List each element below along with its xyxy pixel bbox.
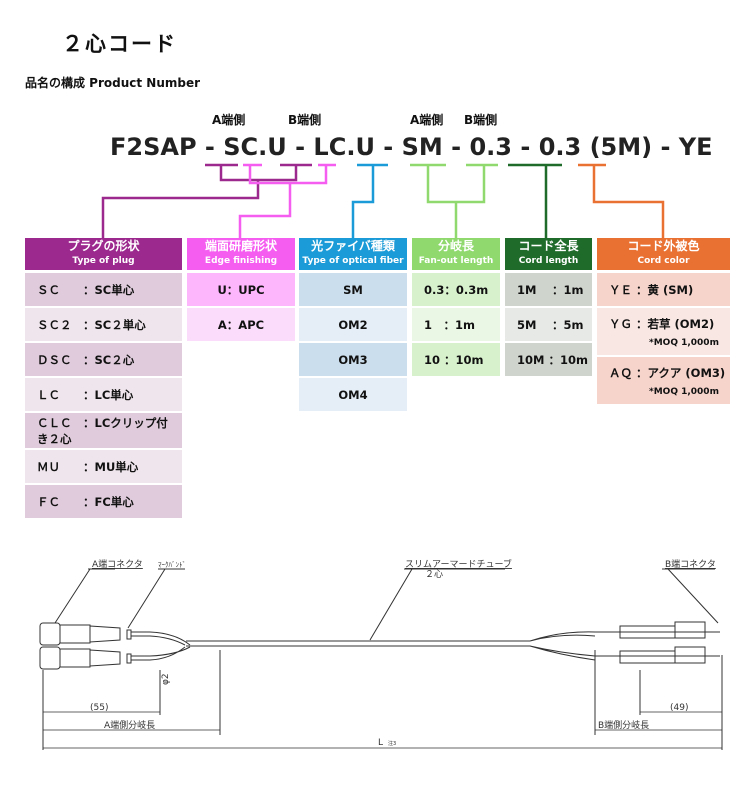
code-prefix: F2SAP - xyxy=(110,133,215,161)
label-b-side-fanout: B端側 xyxy=(464,113,498,127)
list-item: U：UPC xyxy=(187,273,295,306)
list-item: 1M ：1m xyxy=(505,273,592,306)
code-sep: - xyxy=(451,133,462,161)
connector-lines xyxy=(101,163,665,238)
label-a-side-fanout: A端側 xyxy=(410,113,444,127)
dim-49: (49) xyxy=(670,703,688,713)
list-item: ＹＥ ：黄 (SM) xyxy=(597,273,730,306)
list-item: 10 ：10m xyxy=(412,343,500,376)
total-length-dim: L xyxy=(378,738,383,748)
code-length: (5M) xyxy=(589,133,653,161)
diameter-label: φ2 xyxy=(161,673,171,685)
code-sep: - xyxy=(660,133,671,161)
tube-cores-label: ２心 xyxy=(425,569,443,580)
edge-connector-line xyxy=(238,163,336,238)
label-a-side: A端側 xyxy=(212,113,246,127)
list-item: SM xyxy=(299,273,407,306)
length-connector-line xyxy=(508,163,562,238)
code-fiber: SM xyxy=(401,133,443,161)
label-b-side: B端側 xyxy=(288,113,322,127)
list-item: 1 ：1m xyxy=(412,308,500,341)
a-fanout-dim: A端側分岐長 xyxy=(104,719,155,731)
list-item: ＭＵ ：MU単心 xyxy=(25,450,182,483)
list-item: 5M ：5m xyxy=(505,308,592,341)
markband-label: ﾏｰｸﾊﾞﾝﾄﾞ xyxy=(158,561,186,569)
code-sep: - xyxy=(295,133,306,161)
list-item: OM2 xyxy=(299,308,407,341)
list-item: ＣＬＣ ：LCクリップ付き２心 xyxy=(25,413,182,448)
a-connectors xyxy=(39,622,191,670)
list-item: 0.3：0.3m xyxy=(412,273,500,306)
code-fanout-a: 0.3 xyxy=(469,133,512,161)
fanout-connector-line xyxy=(410,163,498,238)
total-length-note: 注3 xyxy=(388,740,396,747)
cable-drawing: A端コネクタ ﾏｰｸﾊﾞﾝﾄﾞ スリムアーマードチューブ ２心 B端コネクタ φ… xyxy=(39,558,723,750)
fiber-connector-line xyxy=(351,163,388,238)
plug-connector-line xyxy=(101,163,312,238)
code-fanout-b: 0.3 xyxy=(538,133,582,161)
list-item: A：APC xyxy=(187,308,295,341)
tube xyxy=(186,640,530,647)
tube-label: スリムアーマードチューブ xyxy=(405,558,512,570)
list-item: OM4 xyxy=(299,378,407,411)
list-item: ＬＣ ：LC単心 xyxy=(25,378,182,411)
code-sep: - xyxy=(383,133,394,161)
list-item: ＳＣ ：SC単心 xyxy=(25,273,182,306)
a-connector-label: A端コネクタ xyxy=(92,558,143,570)
list-item: 10M ：10m xyxy=(505,343,592,376)
b-fanout-dim: B端側分岐長 xyxy=(598,719,649,731)
code-sep: - xyxy=(520,133,531,161)
list-item: ＳＣ２ ：SC２単心 xyxy=(25,308,182,341)
list-item: ＡＱ ：アクア (OM3)*MOQ 1,000m xyxy=(597,357,730,404)
list-item: ＤＳＣ ：SC２心 xyxy=(25,343,182,376)
list-item: ＹＧ ：若草 (OM2)*MOQ 1,000m xyxy=(597,308,730,355)
color-connector-line xyxy=(578,163,665,238)
b-connectors xyxy=(529,621,720,664)
list-item: ＦＣ ：FC単心 xyxy=(25,485,182,518)
product-code: F2SAP - SC.U - LC.U - SM - 0.3 - 0.3 (5M… xyxy=(110,133,713,161)
dim-55: (55) xyxy=(90,703,108,713)
page-title: ２心コード xyxy=(62,32,177,56)
code-color: YE xyxy=(678,133,713,161)
b-connector-label: B端コネクタ xyxy=(665,558,716,570)
section-title: 品名の構成 Product Number xyxy=(25,76,201,90)
code-plug-a: SC.U xyxy=(223,133,287,161)
list-item: OM3 xyxy=(299,343,407,376)
code-plug-b: LC.U xyxy=(313,133,375,161)
